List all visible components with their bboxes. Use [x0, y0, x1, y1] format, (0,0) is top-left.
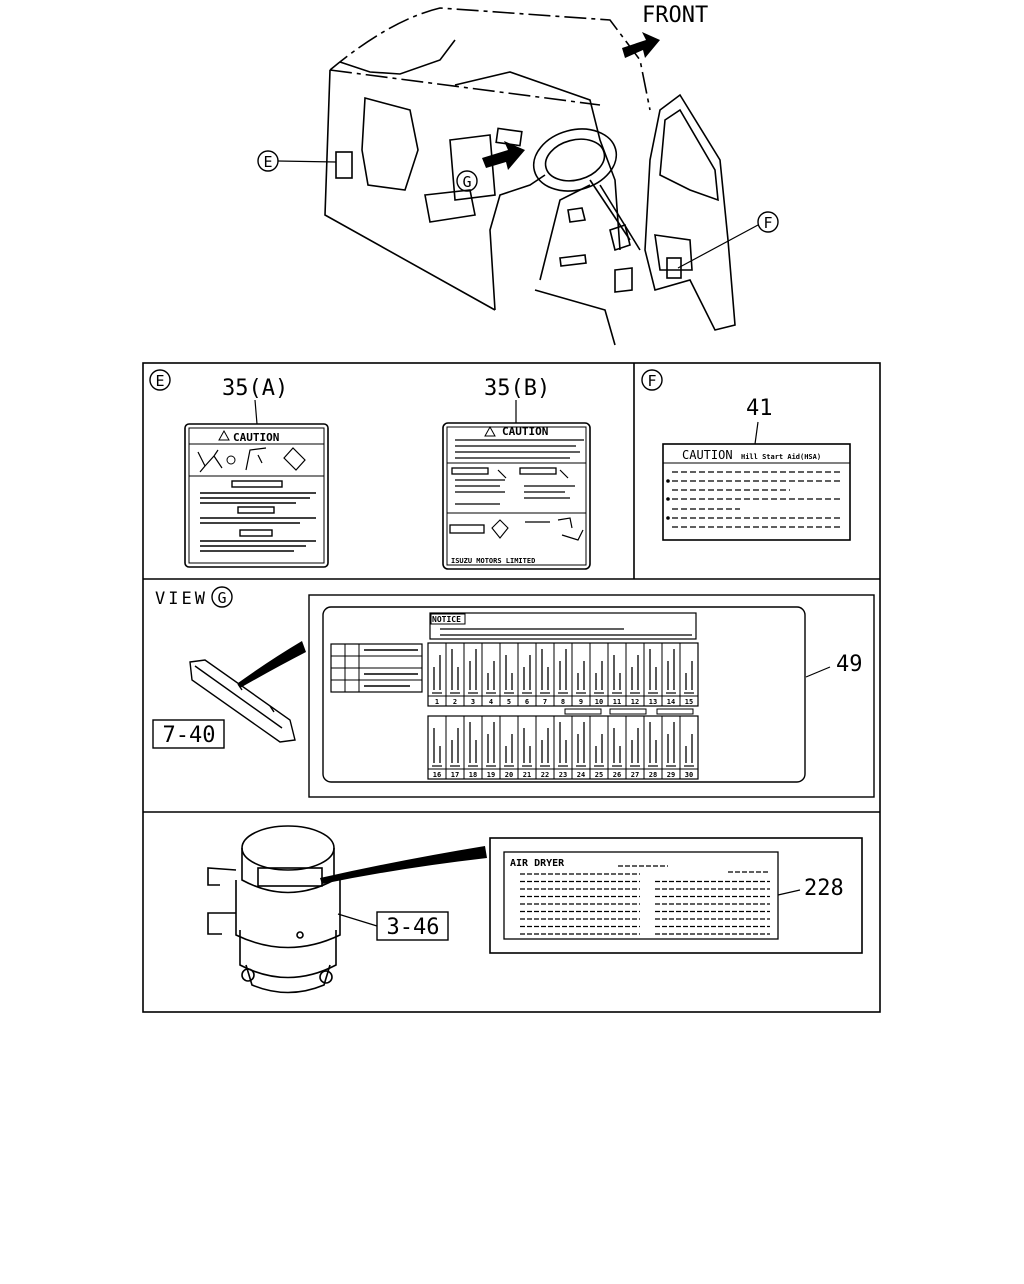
view-word: VIEW: [155, 589, 208, 609]
part-ref-3-46: 3-46: [337, 911, 449, 941]
svg-text:NOTICE: NOTICE: [432, 615, 461, 624]
fuse-number: 30: [685, 771, 693, 779]
fuse-number: 24: [577, 771, 585, 779]
fuse-number: 29: [667, 771, 675, 779]
part-ref-7-40: 7-40: [152, 719, 225, 749]
svg-text:F: F: [763, 214, 772, 232]
label-41-ref: 41: [746, 396, 773, 421]
fuse-number: 19: [487, 771, 495, 779]
front-arrow: FRONT: [622, 3, 708, 58]
view-g-arrow: [482, 141, 525, 170]
leader-wedge-g: [238, 641, 306, 688]
fuse-number: 20: [505, 771, 513, 779]
fuse-number: 5: [507, 698, 511, 706]
hsa-caution-label: CAUTION Hill Start Aid(HSA): [662, 443, 851, 541]
svg-text:CAUTION: CAUTION: [233, 431, 279, 444]
notice-label: NOTICE: [330, 612, 697, 693]
fuse-number: 21: [523, 771, 531, 779]
svg-text:G: G: [462, 173, 471, 191]
section-e: E 35(A) CAUTION: [149, 369, 591, 570]
section-f-letter: F: [647, 372, 656, 390]
leader-wedge-dryer: [320, 846, 487, 884]
fuse-number: 14: [667, 698, 675, 706]
view-letter: G: [217, 589, 226, 607]
fuse-number: 6: [525, 698, 529, 706]
svg-text:E: E: [263, 153, 272, 171]
front-label: FRONT: [642, 3, 708, 28]
fuse-number: 17: [451, 771, 459, 779]
fuse-number: 7: [543, 698, 547, 706]
label-35a-ref: 35(A): [222, 376, 288, 401]
fuse-number: 10: [595, 698, 603, 706]
fuse-number: 26: [613, 771, 621, 779]
fuse-number: 12: [631, 698, 639, 706]
fuse-number: 15: [685, 698, 693, 706]
fuse-number: 25: [595, 771, 603, 779]
fuse-number: 8: [561, 698, 565, 706]
label-49-ref: 49: [836, 652, 863, 677]
caution-label-35b: CAUTION: [442, 422, 591, 570]
air-dryer-part: [207, 825, 341, 994]
svg-text:Hill Start Aid(HSA): Hill Start Aid(HSA): [741, 453, 821, 461]
fuse-number: 28: [649, 771, 657, 779]
section-view-g: VIEW G 7-40 NOTICE: [152, 586, 875, 798]
fuse-number: 22: [541, 771, 549, 779]
fuse-number: 4: [489, 698, 493, 706]
svg-text:CAUTION: CAUTION: [502, 425, 548, 438]
fuse-number: 23: [559, 771, 567, 779]
caution-label-35a: CAUTION: [184, 423, 329, 568]
svg-text:CAUTION: CAUTION: [682, 448, 733, 462]
callout-f-top: F: [677, 211, 779, 269]
fuse-number: 1: [435, 698, 439, 706]
label-35b-ref: 35(B): [484, 376, 550, 401]
callout-g-top: G: [456, 170, 478, 192]
fuse-number: 2: [453, 698, 457, 706]
fuse-number: 18: [469, 771, 477, 779]
section-air-dryer: 3-46 AIR DRYER 228: [207, 825, 863, 994]
label-228-ref: 228: [804, 876, 844, 901]
fuse-table-bottom: 16 17 18 19 20 21 22 23 24 25 26 27 28 29 30: [427, 715, 699, 780]
fuse-number: 3: [471, 698, 475, 706]
cab-interior-illustration: [324, 7, 736, 346]
fuse-number: 27: [631, 771, 639, 779]
parts-grid-frame: [142, 362, 881, 1013]
fuse-number: 16: [433, 771, 441, 779]
svg-text:3-46: 3-46: [387, 915, 440, 940]
air-dryer-title: AIR DRYER: [510, 858, 565, 869]
section-e-letter: E: [155, 372, 164, 390]
fuse-number: 9: [579, 698, 583, 706]
callout-e-top: E: [257, 150, 337, 172]
fuse-number: 13: [649, 698, 657, 706]
svg-text:7-40: 7-40: [163, 723, 216, 748]
fuse-number: 11: [613, 698, 621, 706]
section-f: F 41 CAUTION Hill Start Aid(HSA): [641, 369, 851, 541]
isuzu-footer: ISUZU MOTORS LIMITED: [451, 557, 535, 565]
air-dryer-label: AIR DRYER: [489, 837, 863, 954]
